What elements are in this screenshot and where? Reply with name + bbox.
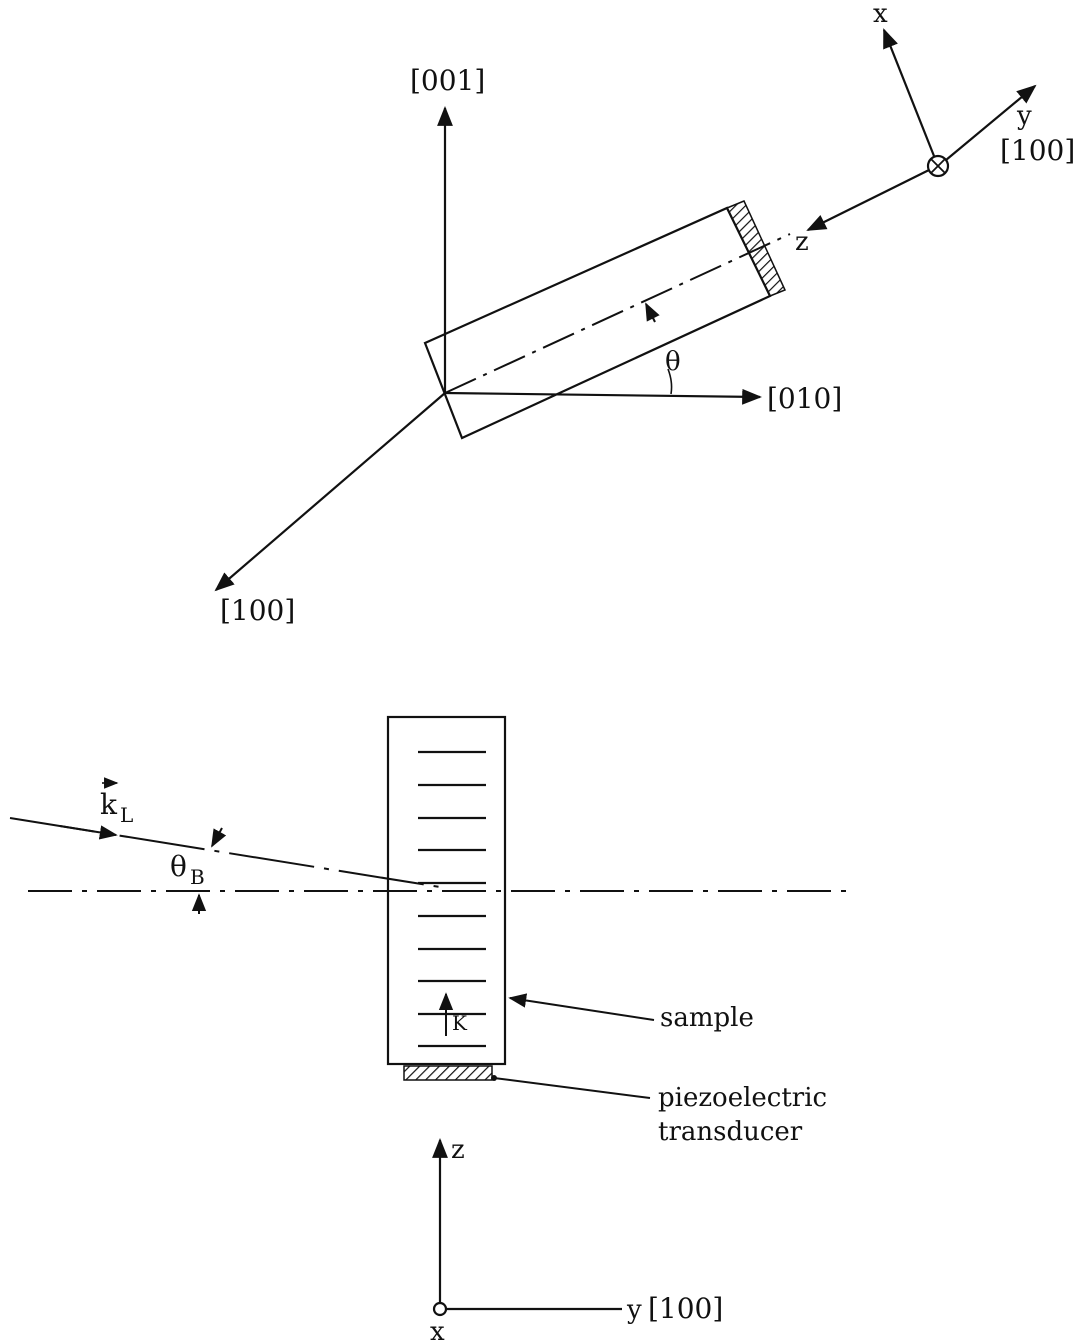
transducer-leader-line <box>493 1077 651 1099</box>
local-z-arrow <box>806 169 930 231</box>
lab-x-label: x <box>430 1317 445 1344</box>
local-origin-symbol <box>926 154 950 178</box>
bottom-diagram: K k L θ B sample piezoelectric transduce… <box>9 715 846 1344</box>
local-x-label: x <box>873 0 888 29</box>
axis-100-arrow <box>214 392 446 592</box>
tilted-k-arrow <box>645 302 660 323</box>
sample-leader-line <box>508 993 655 1021</box>
theta-arc <box>667 368 673 395</box>
acoustic-wavefronts <box>418 750 486 1048</box>
local-y-label: y <box>1016 101 1032 131</box>
local-z-label: z <box>795 227 809 257</box>
lab-y-label: y <box>626 1295 642 1325</box>
theta-label: θ <box>665 347 681 377</box>
top-diagram: [001] [010] [100] θ x y [100] z <box>214 0 1075 627</box>
tilted-transducer <box>725 200 787 297</box>
axis-010-label: [010] <box>767 382 842 415</box>
lab-y-direction-label: [100] <box>648 1292 723 1325</box>
wave-vector-subscript: L <box>120 803 133 827</box>
acoustic-k-label: K <box>452 1011 468 1035</box>
bragg-angle-subscript: B <box>190 865 205 889</box>
local-origin-cross-2 <box>930 158 946 174</box>
axis-100-label: [100] <box>220 594 295 627</box>
wave-vector-symbol: k <box>100 788 118 821</box>
transducer-label-line1: piezoelectric <box>658 1083 827 1113</box>
local-x-arrow <box>882 28 936 157</box>
transducer-leader-dot <box>491 1075 497 1081</box>
lab-x-origin-symbol <box>432 1301 448 1317</box>
piezoelectric-transducer <box>403 1065 493 1081</box>
axis-001-label: [001] <box>410 64 485 97</box>
axis-010-arrow <box>444 388 762 405</box>
lab-z-label: z <box>451 1135 465 1165</box>
bragg-angle-top-arrow <box>211 827 227 848</box>
laser-beam-arrow <box>59 825 118 840</box>
sample-label: sample <box>660 1003 754 1033</box>
tilted-sample-axis <box>444 233 791 394</box>
local-y-arrow <box>945 84 1037 161</box>
bragg-angle-symbol: θ <box>170 850 187 883</box>
transducer-label-line2: transducer <box>658 1117 803 1147</box>
local-y-direction-label: [100] <box>1000 134 1075 167</box>
